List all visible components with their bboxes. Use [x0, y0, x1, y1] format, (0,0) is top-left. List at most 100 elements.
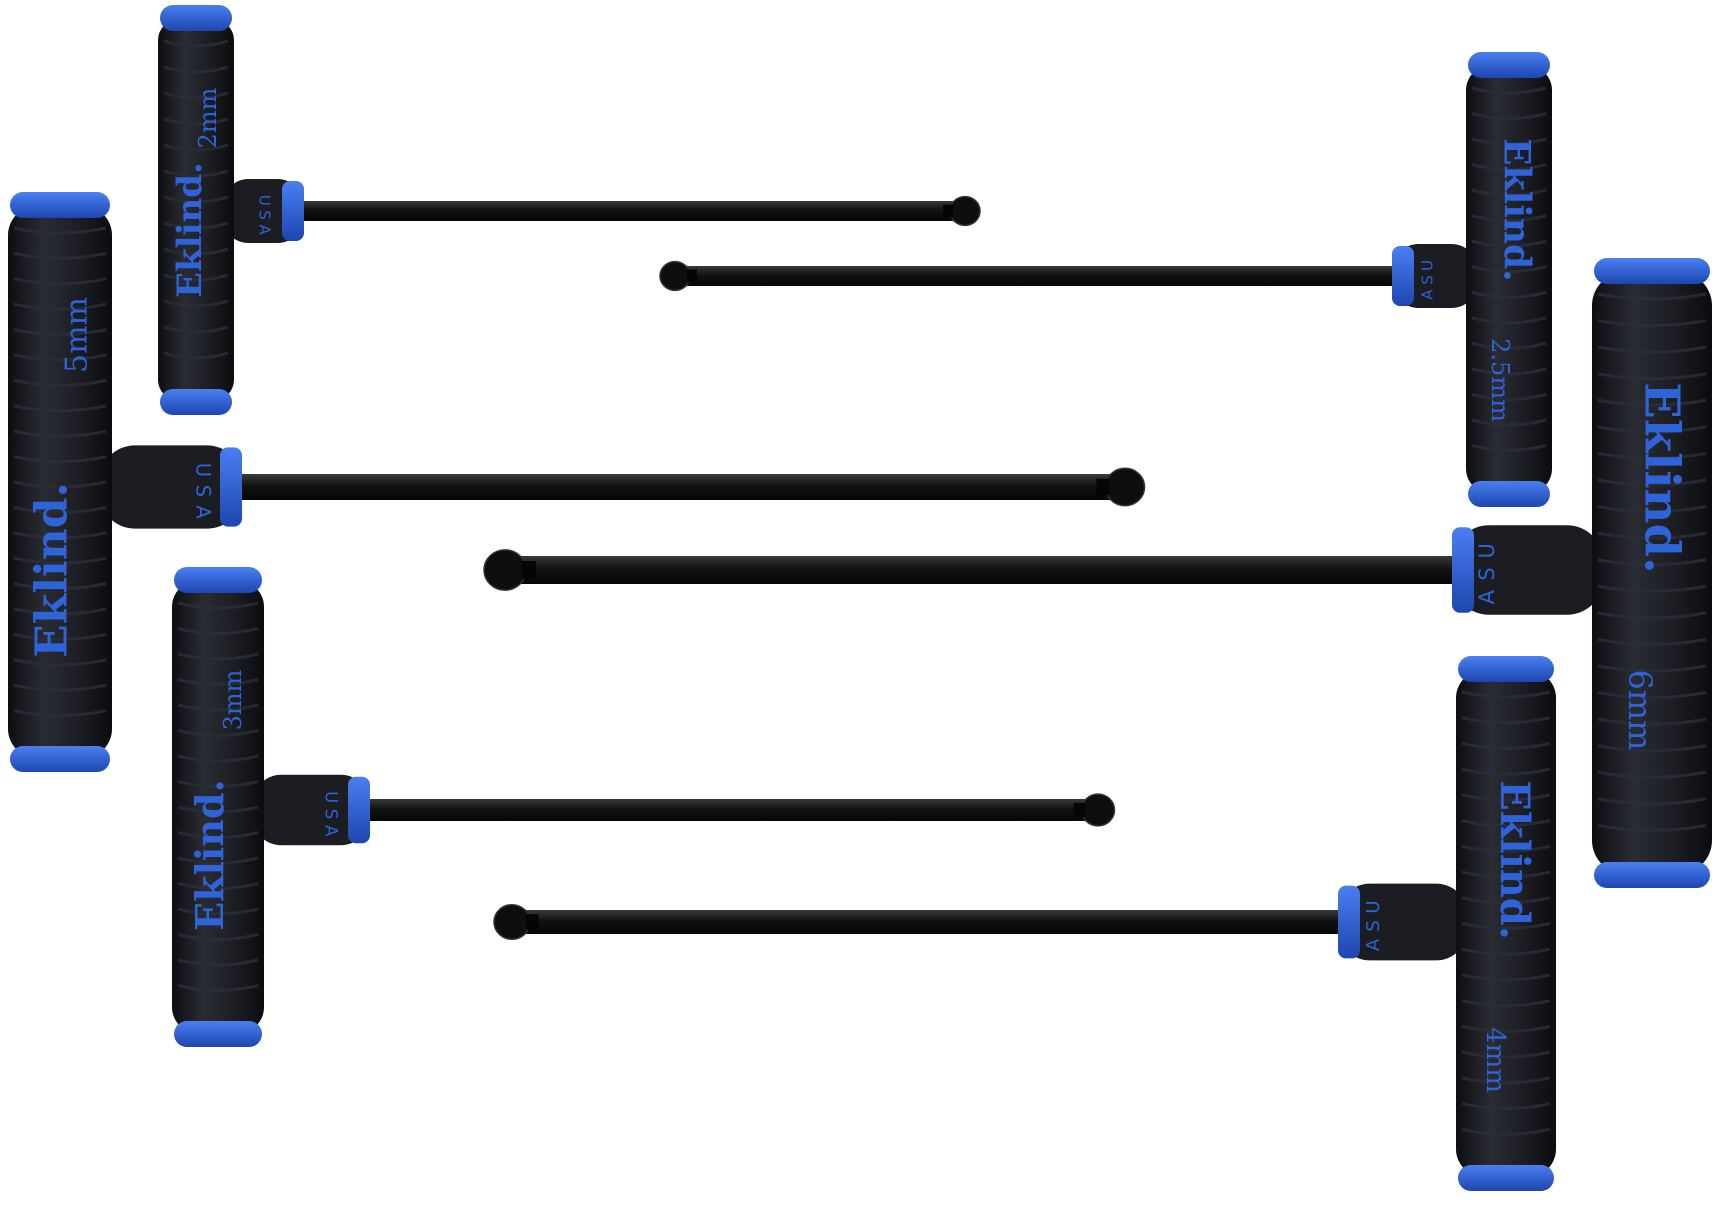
grip-rib [177, 984, 259, 992]
ball-end [483, 549, 527, 591]
ball-neck [687, 269, 697, 283]
grip-rib [13, 607, 107, 616]
grip-rib [177, 627, 259, 635]
grip-rib [1461, 922, 1551, 930]
grip-rib [163, 299, 229, 308]
blue-collar [220, 447, 242, 527]
grip-rib [1597, 451, 1707, 460]
size-label: 3mm [219, 669, 247, 730]
brand-logo: Eklind. [187, 779, 232, 931]
origin-letter: U [192, 463, 215, 477]
grip-rib [13, 683, 107, 692]
grip-rib [1471, 137, 1547, 146]
handle-stem [252, 774, 370, 846]
grip-rib [1461, 690, 1551, 699]
grip-rib [1597, 797, 1707, 806]
grip-rib [1461, 896, 1551, 905]
end-cap-top [1458, 656, 1554, 682]
grip-rib [163, 143, 229, 152]
grip-rib [1461, 1024, 1551, 1033]
grip-rib [1461, 819, 1551, 828]
ball-end [493, 903, 531, 941]
grip-rib [13, 632, 107, 641]
origin-letter: S [1363, 920, 1384, 931]
size-label: 2.5mm [1486, 338, 1514, 422]
grip-rib [1471, 367, 1547, 376]
grip-rib [1461, 1050, 1551, 1059]
grip-rib [1597, 637, 1707, 646]
grip-rib [1597, 717, 1707, 726]
grip-rib [177, 856, 259, 865]
handle-grip [172, 581, 264, 1033]
ball-neck [526, 914, 539, 930]
handle-stem [1452, 525, 1604, 615]
end-cap-top [1468, 52, 1550, 78]
grip-rib [13, 328, 107, 337]
grip-rib [177, 907, 259, 916]
ball-end [659, 260, 691, 292]
ball-neck [943, 204, 953, 218]
end-cap-top [10, 192, 110, 218]
size-label: 4mm [1480, 1027, 1510, 1093]
grip-rib [13, 480, 107, 489]
origin-letter: S [192, 485, 215, 497]
origin-letter: A [1475, 589, 1499, 604]
grip-rib [163, 247, 229, 256]
origin-letter: A [256, 225, 274, 236]
handle-grip [8, 206, 112, 758]
grip-rib [177, 754, 259, 763]
grip-rib [1471, 290, 1547, 299]
grip-rib [1471, 214, 1547, 223]
grip-rib [13, 709, 107, 718]
grip-rib [1471, 418, 1547, 427]
grip-rib [1471, 341, 1547, 350]
origin-letter: A [1419, 289, 1437, 300]
grip-rib [1461, 999, 1551, 1008]
blue-collar [1338, 885, 1360, 959]
end-cap-bottom [1468, 481, 1550, 507]
grip-rib [13, 658, 107, 667]
grip-rib [177, 780, 259, 788]
grip-rib [177, 678, 259, 686]
hex-shaft [362, 799, 1098, 821]
grip-rib [163, 273, 229, 282]
grip-rib [177, 958, 259, 967]
grip-rib [1597, 345, 1707, 354]
grip-rib [1471, 316, 1547, 325]
grip-rib [163, 221, 229, 230]
hex-shaft [296, 201, 965, 221]
grip-rib [1471, 444, 1547, 452]
size-label: 5mm [60, 297, 95, 373]
origin-letter: S [1475, 567, 1499, 580]
brand-logo: Eklind. [1634, 382, 1690, 573]
grip-rib [1471, 112, 1547, 120]
grip-rib [177, 805, 259, 814]
grip-rib [1461, 793, 1551, 802]
grip-rib [13, 531, 107, 540]
origin-letter: A [322, 825, 341, 837]
hex-shaft [675, 266, 1400, 286]
handle-grip [1456, 670, 1556, 1177]
hex-shaft [234, 474, 1125, 500]
blue-collar [1452, 527, 1474, 613]
grip-rib [1597, 823, 1707, 832]
grip-rib [1461, 1076, 1551, 1085]
brand-logo: Eklind. [1491, 780, 1538, 940]
origin-letter: S [256, 210, 274, 220]
ball-neck [521, 561, 536, 579]
grip-rib [13, 378, 107, 387]
grip-rib [1597, 398, 1707, 407]
grip-rib [1471, 86, 1547, 95]
handle-stem [100, 445, 242, 529]
origin-letter: U [322, 791, 341, 803]
grip-rib [1597, 584, 1707, 593]
grip-rib [163, 117, 229, 126]
grip-rib [1461, 1102, 1551, 1111]
origin-letter: S [322, 809, 341, 819]
grip-rib [163, 195, 229, 204]
grip-rib [1597, 664, 1707, 673]
handle-grip [1466, 66, 1552, 493]
grip-rib [1597, 558, 1707, 567]
